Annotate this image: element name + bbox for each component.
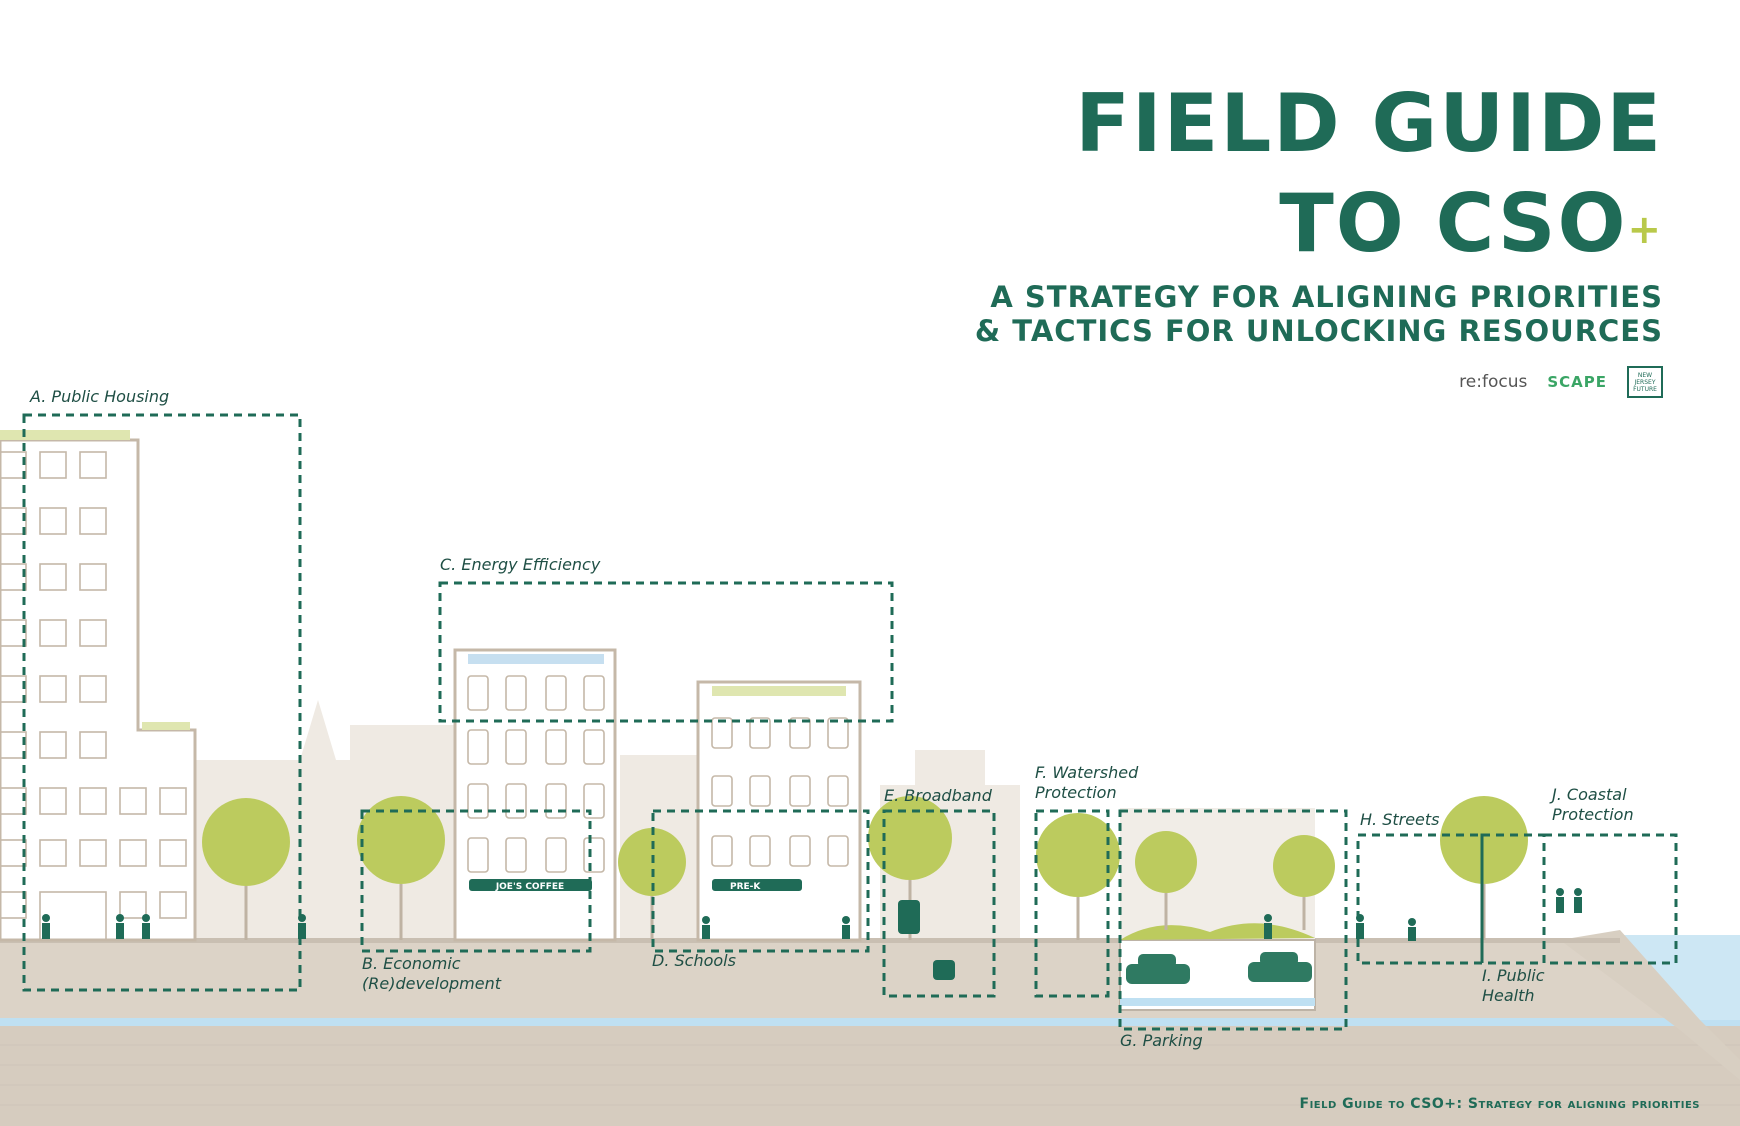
ground-lower	[0, 1026, 1740, 1126]
label-coastal-protection: J. Coastal Protection	[1552, 785, 1634, 824]
label-energy-efficiency: C. Energy Efficiency	[440, 555, 601, 574]
prek-sign: PRE-K	[730, 882, 761, 892]
ground-strata	[0, 1044, 1740, 1106]
njf-logo: NEW JERSEY FUTURE	[1627, 366, 1663, 398]
box-parking	[1118, 809, 1348, 1031]
label-broadband: E. Broadband	[884, 786, 992, 805]
broadband-box	[933, 960, 955, 980]
ground-upper	[0, 940, 1740, 1020]
box-schools	[651, 809, 870, 953]
label-schools: D. Schools	[652, 951, 736, 970]
partner-logos: re:focus SCAPE NEW JERSEY FUTURE	[1459, 366, 1663, 398]
label-parking: G. Parking	[1120, 1031, 1203, 1050]
scape-logo: SCAPE	[1547, 373, 1607, 391]
coffee-sign: JOE'S COFFEE	[495, 882, 564, 892]
box-watershed	[1034, 809, 1110, 998]
housing-windows	[0, 451, 187, 941]
box-energy-efficiency	[438, 581, 894, 723]
public-housing-tower	[0, 430, 197, 942]
box-economic-development	[360, 809, 592, 953]
waterfront	[1590, 935, 1740, 1020]
sewer-pipe	[0, 1018, 1740, 1026]
box-coastal-protection	[1542, 833, 1678, 965]
callout-boxes	[22, 413, 1678, 1031]
box-public-housing	[22, 413, 302, 992]
label-public-health: I. Public Health	[1482, 966, 1545, 1005]
label-public-housing: A. Public Housing	[30, 387, 170, 406]
coastal-slope	[1560, 930, 1740, 1080]
box-broadband	[882, 809, 996, 998]
title-line-1: FIELD GUIDE	[1075, 77, 1663, 170]
parked-cars	[1126, 952, 1312, 984]
label-streets: H. Streets	[1360, 810, 1440, 829]
trees	[202, 796, 1528, 897]
title-line-2-text: TO CSO	[1279, 177, 1628, 270]
subtitle-line-1: A STRATEGY FOR ALIGNING PRIORITIES	[990, 280, 1663, 314]
refocus-logo: re:focus	[1459, 372, 1528, 392]
label-economic-development: B. Economic (Re)development	[362, 954, 501, 993]
people	[42, 888, 1582, 941]
footer-caption: Field Guide to CSO+: Strategy for aligni…	[1299, 1096, 1700, 1112]
title-plus: +	[1627, 207, 1663, 253]
label-watershed: F. Watershed Protection	[1035, 763, 1139, 802]
title-line-2: TO CSO+	[1279, 180, 1663, 268]
broadband-kiosk	[898, 900, 920, 934]
subtitle-line-2: & TACTICS FOR UNLOCKING RESOURCES	[974, 314, 1663, 348]
